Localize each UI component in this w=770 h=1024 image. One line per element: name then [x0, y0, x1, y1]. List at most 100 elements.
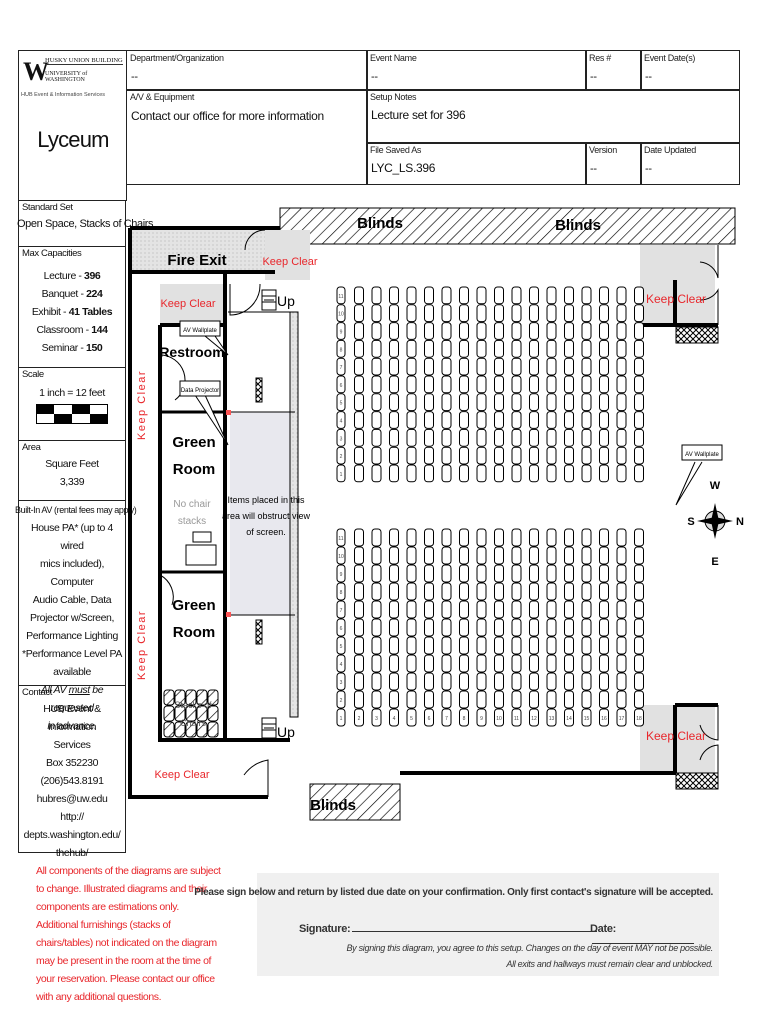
text-line: (206)543.8191	[40, 775, 104, 787]
chair	[476, 286, 487, 305]
chair	[581, 357, 592, 376]
chair	[529, 546, 539, 565]
chair-stack	[196, 689, 208, 706]
keep-clear-label: Keep Clear	[646, 292, 706, 306]
date-label: Event Date(s)	[644, 53, 696, 63]
blinds-label: Blinds	[555, 217, 601, 234]
green-room-label: Green	[172, 434, 215, 451]
chair	[599, 339, 609, 358]
chair	[581, 339, 592, 358]
area-value: 3,339	[59, 476, 85, 488]
chair	[494, 428, 504, 447]
chair	[616, 672, 627, 691]
chair	[336, 672, 346, 691]
date-value: --	[645, 71, 652, 83]
chair	[424, 393, 434, 412]
av-wallplate-callout: AV Wallplate	[179, 320, 229, 356]
event-date-field[interactable]: Event Date(s) --	[640, 50, 740, 91]
chair	[459, 654, 469, 673]
chair	[564, 600, 574, 619]
chair	[581, 428, 592, 447]
chair	[634, 528, 644, 547]
chair	[634, 582, 644, 601]
chair	[441, 672, 452, 691]
chair	[529, 672, 539, 691]
date-updated-field[interactable]: Date Updated--	[640, 142, 740, 185]
chair	[616, 708, 627, 727]
row-number: 11	[338, 536, 343, 542]
chair	[441, 582, 452, 601]
chair	[511, 600, 522, 619]
svg-text:N: N	[736, 516, 744, 528]
chair	[336, 357, 346, 376]
date-sign-label: Date:	[590, 923, 617, 935]
chair	[494, 672, 504, 691]
chair	[616, 322, 627, 340]
chair	[529, 528, 539, 547]
chair	[476, 464, 487, 483]
version-label: Version	[589, 145, 617, 155]
chair	[354, 546, 364, 565]
chair	[599, 322, 609, 340]
chair	[599, 428, 609, 447]
row-number: 3	[340, 436, 343, 442]
chair	[599, 708, 609, 727]
chair	[476, 582, 487, 601]
event-name-field[interactable]: Event Name--	[366, 50, 587, 91]
file-label: File Saved As	[370, 145, 422, 155]
chair	[354, 411, 364, 429]
chair	[529, 375, 539, 394]
chair	[564, 618, 574, 637]
res-field[interactable]: Res #--	[585, 50, 642, 91]
chair	[459, 446, 469, 465]
chair	[494, 600, 504, 619]
chair	[634, 286, 644, 305]
capacity-value: 396	[84, 270, 101, 282]
chair	[546, 393, 557, 412]
signature-field[interactable]: Signature:	[299, 923, 598, 935]
chair	[371, 528, 382, 547]
chair	[546, 672, 557, 691]
text-line: thehub/	[55, 847, 89, 859]
podium-icon	[192, 531, 212, 543]
signature-panel: Please sign below and return by listed d…	[194, 873, 719, 976]
xhatch-block	[675, 772, 719, 790]
chair	[389, 286, 399, 305]
row-number: 9	[340, 572, 343, 578]
chair	[336, 528, 346, 547]
built-in-av-label: Built-In AV (rental fees may apply)	[15, 505, 137, 515]
dept-field[interactable]: Department/Organization--	[126, 50, 368, 91]
row-number: 7	[340, 365, 343, 371]
version-field[interactable]: Version--	[585, 142, 642, 185]
door	[244, 229, 266, 251]
chair	[546, 546, 557, 565]
chair	[546, 286, 557, 305]
green-room-label-2: Room	[173, 624, 216, 641]
chair	[511, 618, 522, 637]
chair	[599, 464, 609, 483]
chair	[406, 618, 417, 637]
capacity-value: 144	[91, 324, 108, 336]
chair	[564, 339, 574, 358]
chair	[424, 546, 434, 565]
logo-line3: HUB Event & Information Services	[21, 92, 106, 98]
obstruct-area	[230, 412, 295, 615]
text-line: HUB Event & Information	[43, 703, 101, 733]
chair	[494, 286, 504, 305]
chair	[546, 636, 557, 655]
chair-stack	[196, 705, 208, 722]
chair	[389, 618, 399, 637]
chair	[441, 286, 452, 305]
fire-exit-area	[132, 230, 265, 272]
chair	[389, 304, 399, 323]
chair	[616, 564, 627, 583]
chair	[336, 322, 346, 340]
date-field[interactable]: Date:	[590, 923, 719, 947]
chair	[581, 546, 592, 565]
chair	[564, 411, 574, 429]
chair	[476, 528, 487, 547]
row-number: 8	[340, 590, 343, 596]
